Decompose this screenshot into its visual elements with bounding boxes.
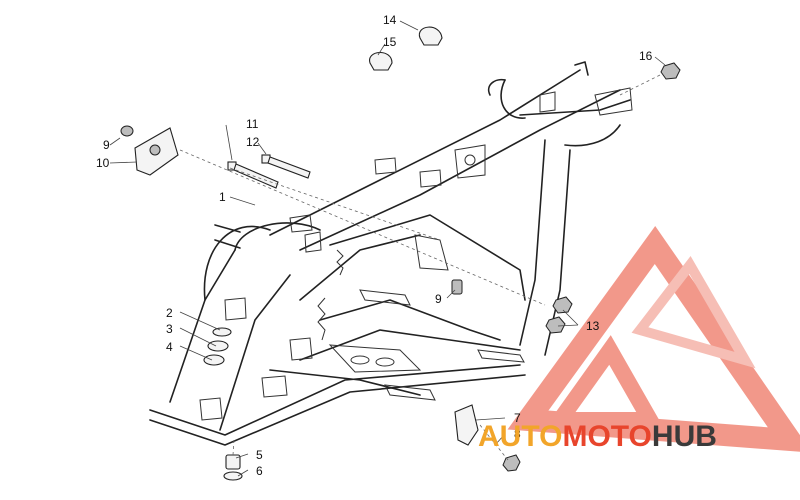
clip-part-14 [418,26,443,46]
callout-labels: 1 2 3 4 5 6 7 8 9 9 10 11 12 13 14 15 16 [96,13,653,478]
bolt-part-8 [502,454,521,472]
washer-part-2 [212,327,232,337]
clip-part-15 [369,51,393,71]
callout-9-mid: 9 [435,292,442,306]
callout-7: 7 [514,411,521,425]
callout-5: 5 [256,448,263,462]
callout-15: 15 [383,35,397,49]
callout-3: 3 [166,322,173,336]
callout-16: 16 [639,49,653,63]
callout-10: 10 [96,156,110,170]
callout-6: 6 [256,464,263,478]
nut-part-9-upper [120,125,134,137]
callout-14: 14 [383,13,397,27]
watermark-logo [507,225,800,452]
callout-11: 11 [246,117,259,131]
bolt-part-11 [227,161,279,189]
watermark-text: AUTOMOTOHUB [478,420,717,453]
nut-part-13-upper [552,296,573,314]
watermark-moto: MOTO [562,420,651,453]
watermark-auto: AUTO [478,420,562,453]
bushing-part-5 [225,454,241,470]
washer-part-3 [207,340,229,352]
bolt-part-12 [261,154,311,179]
callout-12: 12 [246,135,260,149]
svg-text:AUTOMOTOHUB: AUTOMOTOHUB [478,420,717,453]
cap-part-6 [223,471,243,481]
callout-8: 8 [514,427,521,441]
nut-part-16 [660,62,681,80]
nut-part-13-lower [545,316,566,334]
atv-frame [149,61,633,446]
watermark-hub: HUB [652,420,717,453]
bracket-part-7 [454,404,479,446]
callout-13: 13 [586,319,600,333]
callout-1: 1 [219,190,226,204]
loose-parts [120,26,681,481]
leader-lines [109,20,666,477]
washer-part-4 [203,354,225,366]
callout-9-upper: 9 [103,138,110,152]
callout-2: 2 [166,306,173,320]
callout-4: 4 [166,340,173,354]
